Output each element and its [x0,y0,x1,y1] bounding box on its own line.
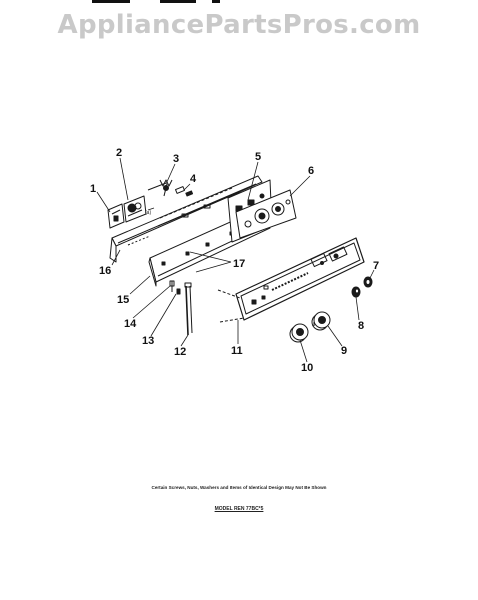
timer-control-unit [235,189,297,239]
callout-6: 6 [308,165,314,177]
callout-10: 10 [301,362,313,374]
footer-note: Certain Screws, Nuts, Washers and Items … [151,485,327,490]
callout-7: 7 [373,260,379,272]
hinge-bracket-part [107,203,125,229]
spring-part [147,179,173,197]
clip-part: (a) [145,186,194,216]
callout-4: 4 [190,173,197,185]
knob-8 [351,286,361,298]
top-cropped-mark [160,0,196,3]
switch-assembly-part [123,195,147,223]
knob-7 [363,276,373,288]
callout-5: 5 [255,151,261,163]
callout-17: 17 [233,258,245,270]
callout-12: 12 [174,346,186,358]
callout-2: 2 [116,147,122,159]
callout-3: 3 [173,153,179,165]
model-label: MODEL REN 77BC*5 [0,506,478,512]
screw-13 [176,288,181,295]
site-watermark: AppliancePartsPros.com [57,10,421,40]
callout-15: 15 [117,294,129,306]
callout-9: 9 [341,345,347,357]
front-control-panel [217,237,365,323]
callout-16: 16 [99,265,111,277]
screw-14 [169,280,175,292]
knob-10 [289,323,309,343]
rod-part [184,282,193,336]
top-cropped-mark [92,0,130,3]
top-cropped-mark [212,0,220,3]
callout-14: 14 [124,318,137,330]
callout-1: 1 [90,183,96,195]
model-number: MODEL REN 77BC*5 [214,506,264,512]
leader-lines [96,157,375,363]
callout-11: 11 [231,345,243,357]
svg-text:(a): (a) [145,210,151,216]
knob-9 [311,311,331,331]
callout-13: 13 [142,335,154,347]
callout-8: 8 [358,320,364,332]
